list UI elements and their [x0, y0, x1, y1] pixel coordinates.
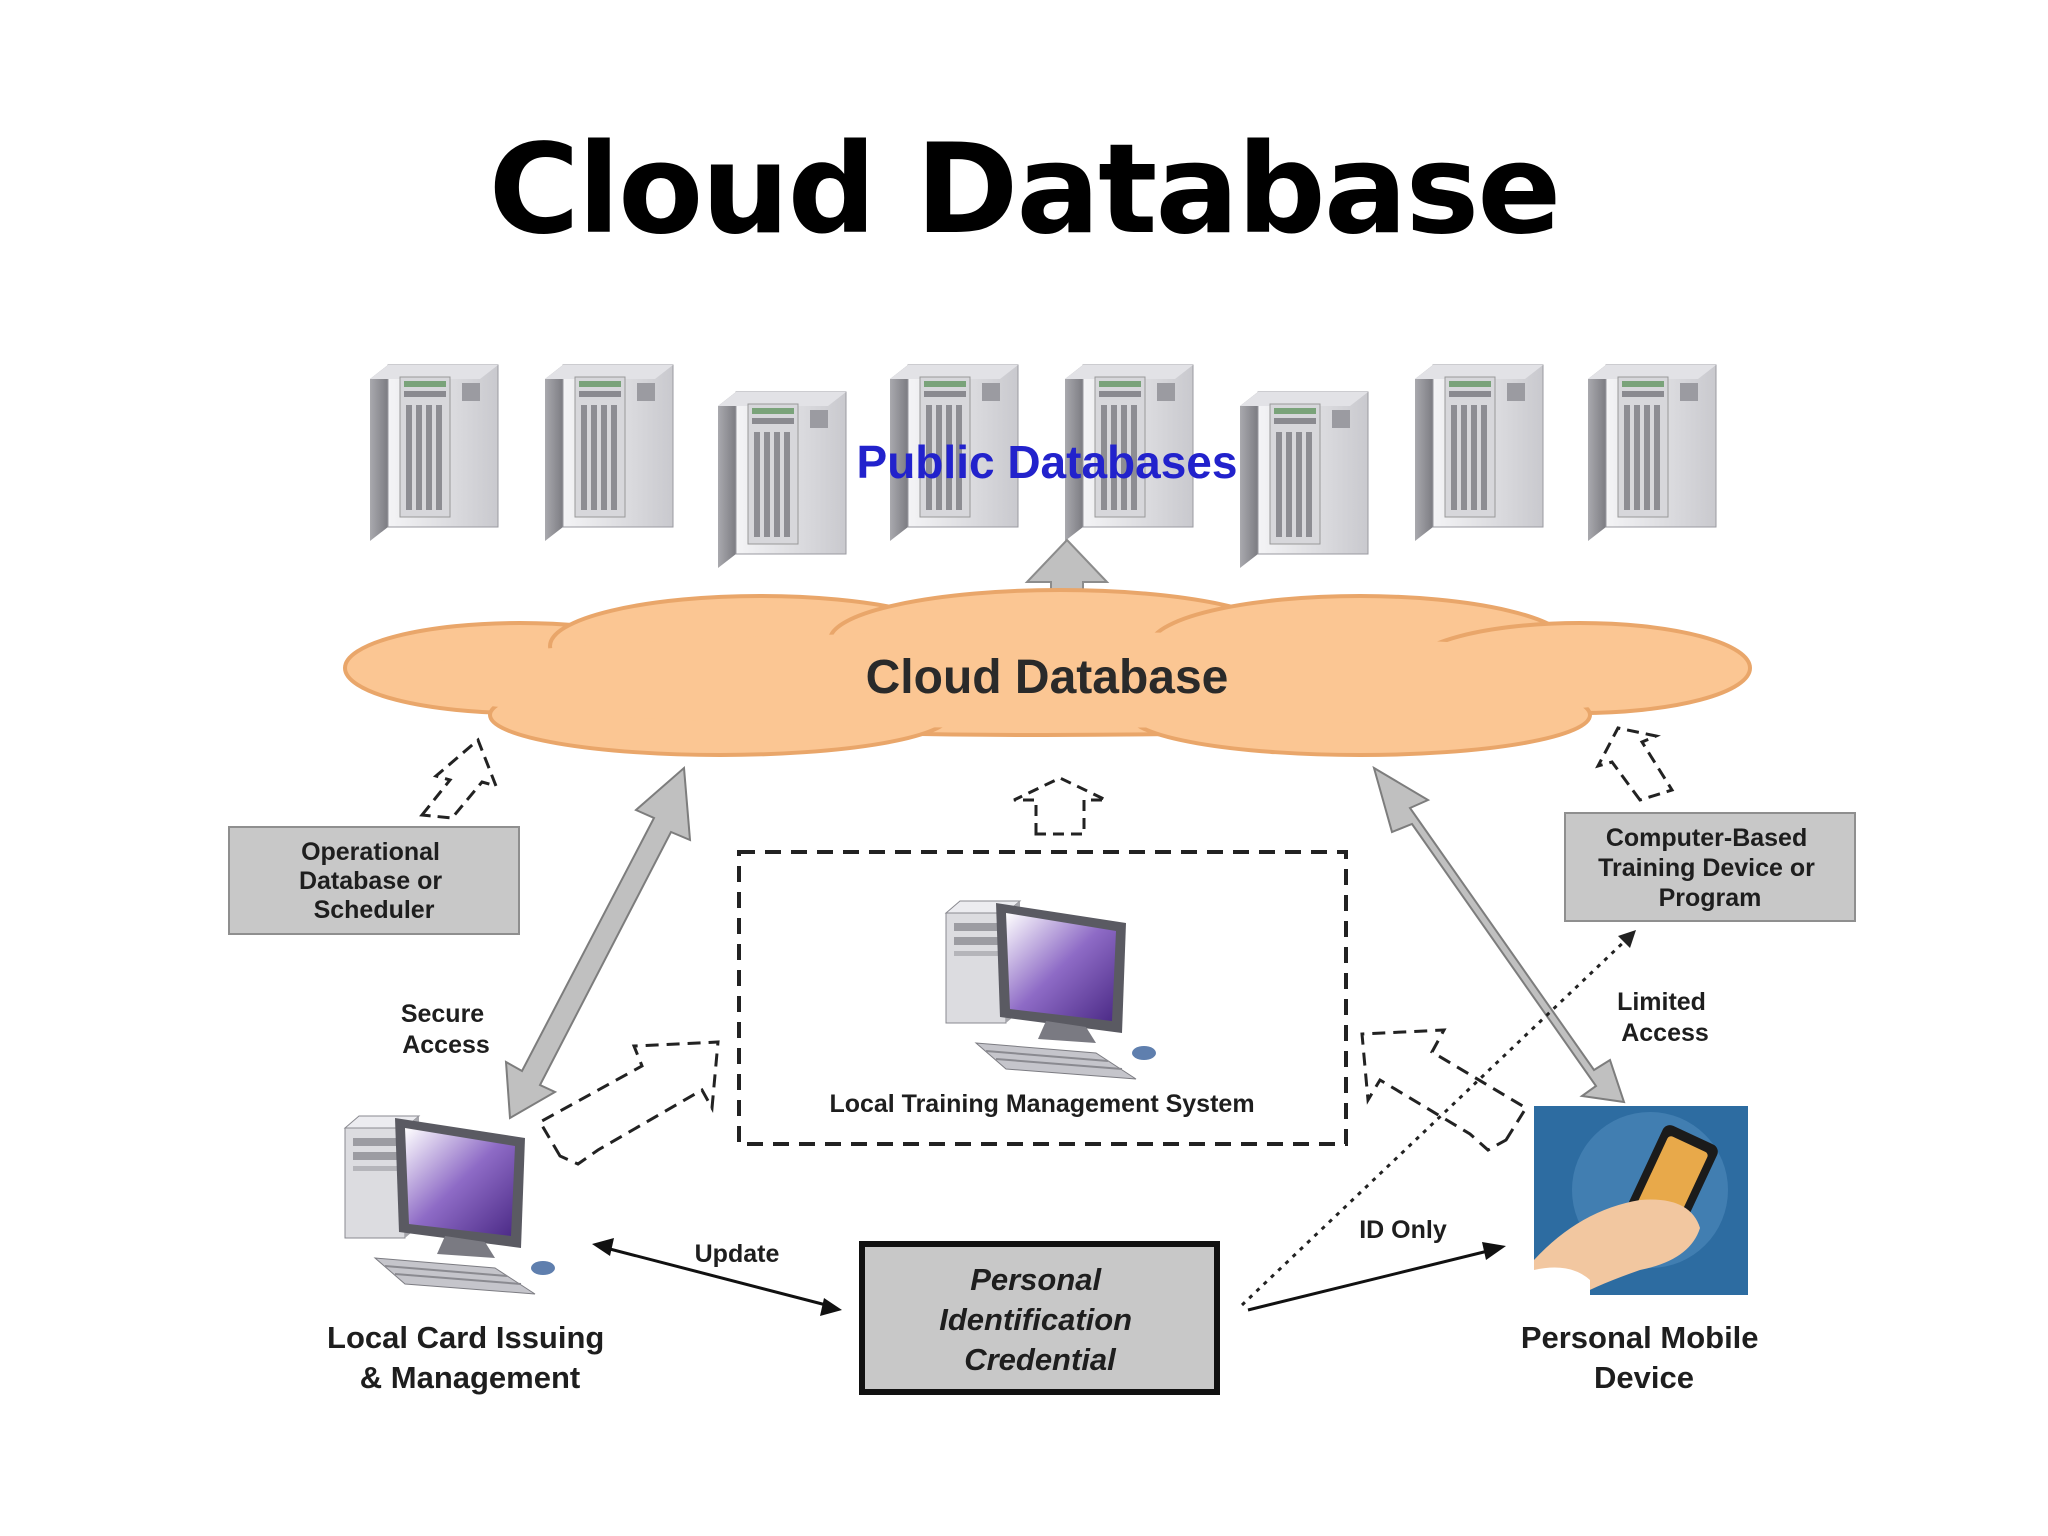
secure-access-arrow — [504, 765, 692, 1120]
ltms-box — [737, 850, 1348, 1146]
update-arrowhead-left-icon — [592, 1238, 614, 1256]
ltms-label: Local Training Management System — [829, 1090, 1254, 1118]
credential-line-3: Credential — [964, 1342, 1117, 1377]
server-icon — [1587, 364, 1717, 542]
id-only-arrow — [1247, 1248, 1493, 1312]
ltms-computer-icon — [945, 900, 1157, 1080]
update-arrowhead-right-icon — [820, 1298, 842, 1316]
server-icon — [369, 364, 499, 542]
limited-access-arrow — [1372, 765, 1626, 1104]
local-card-computer-icon — [344, 1115, 556, 1295]
operational-database-box — [228, 826, 520, 935]
svg-text:Personal Identification: Personal Identification Credential — [939, 1262, 1141, 1377]
svg-text:Personal Mobile Device: Personal Mobile Device — [1521, 1320, 1767, 1395]
svg-text:Secure Access: Secure Access — [401, 1000, 491, 1059]
secure-access-line-1: Secure — [401, 1000, 484, 1028]
id-only-arrowhead-icon — [1482, 1242, 1506, 1260]
local-card-line-1: Local Card Issuing — [327, 1320, 604, 1355]
update-label: Update — [695, 1240, 780, 1268]
ltms-to-cloud-arrow — [1013, 776, 1107, 836]
update-arrow — [605, 1246, 831, 1308]
dotted-arrowhead-icon — [1618, 930, 1636, 948]
operational-db-line-1: Operational — [301, 838, 440, 866]
limited-access-line-1: Limited — [1617, 988, 1706, 1016]
public-databases-label: Public Databases — [857, 436, 1238, 488]
computer-based-training-box — [1564, 812, 1856, 922]
server-icon — [717, 391, 847, 569]
secure-access-line-2: Access — [402, 1031, 490, 1059]
svg-text:Computer-Based Training De: Computer-Based Training Device or Progra… — [1598, 824, 1822, 912]
server-icon — [1239, 391, 1369, 569]
slide-title: Cloud Database — [488, 118, 1562, 262]
credential-box — [859, 1241, 1220, 1395]
svg-text:Local Card Issuing & Manag: Local Card Issuing & Management — [327, 1320, 613, 1395]
id-only-label: ID Only — [1359, 1216, 1447, 1244]
computer-training-line-3: Program — [1659, 884, 1762, 912]
local-to-ltms-arrow — [537, 1040, 720, 1166]
credential-to-training-dotted-line — [1240, 936, 1630, 1307]
credential-line-2: Identification — [939, 1302, 1132, 1337]
mobile-line-2: Device — [1594, 1360, 1694, 1395]
cloud-database-label: Cloud Database — [866, 651, 1229, 704]
training-to-cloud-arrow — [1595, 726, 1675, 802]
operational-to-cloud-arrow — [419, 737, 499, 820]
server-icon — [544, 364, 674, 542]
operational-db-line-2: Database or — [299, 867, 442, 895]
local-card-line-2: & Management — [360, 1360, 580, 1395]
operational-db-line-3: Scheduler — [314, 896, 435, 924]
limited-access-line-2: Access — [1621, 1019, 1709, 1047]
computer-training-line-2: Training Device or — [1598, 854, 1815, 882]
mobile-to-ltms-arrow — [1360, 1028, 1529, 1152]
credential-line-1: Personal — [970, 1262, 1102, 1297]
computer-training-line-1: Computer-Based — [1606, 824, 1807, 852]
server-icon — [1414, 364, 1544, 542]
mobile-device-icon — [1534, 1106, 1748, 1295]
svg-text:Operational Database or: Operational Database or Scheduler — [299, 838, 449, 924]
svg-text:Limited Access: Limited Access — [1617, 988, 1713, 1047]
mobile-line-1: Personal Mobile — [1521, 1320, 1759, 1355]
